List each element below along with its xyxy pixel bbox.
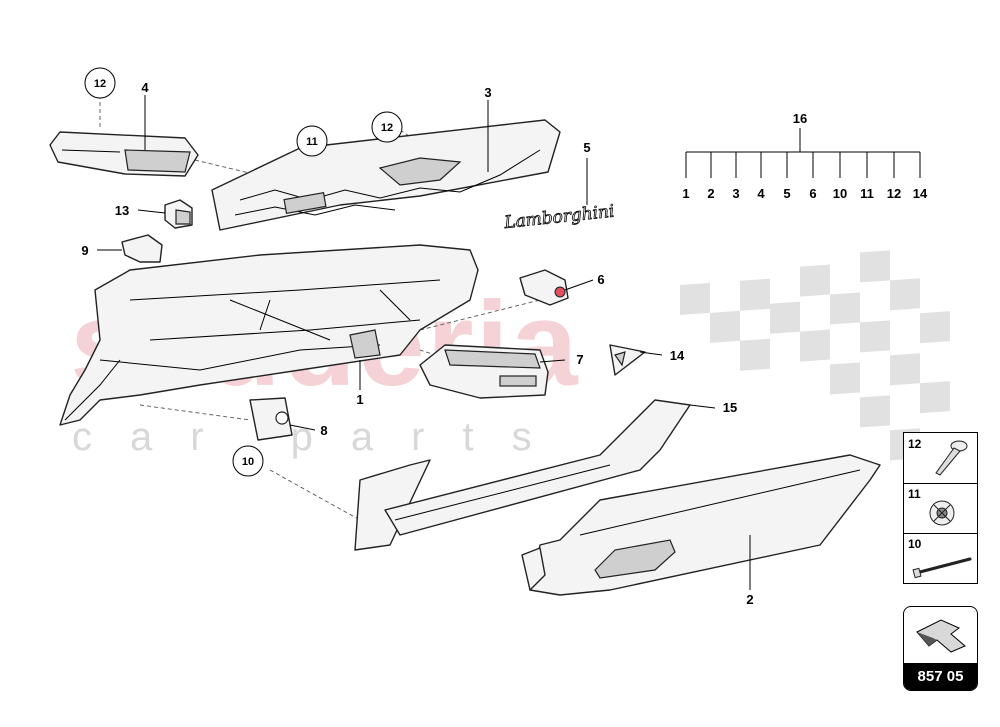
svg-text:11: 11 — [306, 136, 318, 148]
watermark-sub: car parts — [72, 415, 570, 459]
fastener-label: 10 — [908, 537, 922, 551]
clip-nut-icon — [929, 500, 955, 526]
group-16-bracket: 16 1 2 3 4 5 6 10 11 12 14 — [682, 111, 928, 201]
part-2-glovebox-lid — [521, 454, 881, 596]
part-5-emblem: Lamborghini — [502, 201, 616, 234]
group-child-1: 1 — [682, 186, 689, 201]
group-child-2: 2 — [707, 186, 714, 201]
svg-text:12: 12 — [381, 122, 393, 134]
callout-12-center: 12 — [371, 111, 403, 143]
group-child-11: 11 — [860, 186, 874, 201]
part-3-honeycomb-trim — [211, 119, 561, 231]
fastener-row-12: 12 — [904, 433, 977, 484]
part-8-switch — [249, 397, 293, 441]
part-1-carrier — [59, 244, 479, 426]
callout-11: 11 — [296, 125, 328, 157]
callout-10: 10 — [232, 445, 264, 477]
label-1: 1 — [356, 392, 363, 407]
part-7-tray — [419, 344, 549, 399]
fastener-row-10: 10 — [904, 533, 977, 583]
label-6: 6 — [597, 272, 604, 287]
group-parent-label: 16 — [793, 111, 807, 126]
label-13: 13 — [115, 203, 129, 218]
fastener-row-11: 11 — [904, 483, 977, 534]
fastener-label: 11 — [908, 487, 921, 501]
group-child-10: 10 — [833, 186, 847, 201]
part-4-trim — [49, 131, 199, 177]
rivet-pin-icon — [912, 557, 972, 579]
leader-lines — [97, 95, 751, 590]
part-14-cover — [609, 344, 646, 376]
part-6-sensor — [519, 269, 569, 306]
part-15-side-trim — [354, 399, 691, 551]
emblem-text: Lamborghini — [502, 202, 615, 234]
group-child-12: 12 — [887, 186, 901, 201]
group-child-4: 4 — [757, 186, 765, 201]
label-15: 15 — [723, 400, 737, 415]
label-5: 5 — [583, 140, 590, 155]
part-9-bracket — [121, 234, 163, 263]
fastener-legend: 12 11 10 — [903, 432, 978, 584]
label-14: 14 — [670, 348, 685, 363]
svg-text:12: 12 — [94, 78, 106, 90]
fastener-label: 12 — [908, 437, 922, 451]
part-13-clip — [164, 199, 193, 229]
label-2: 2 — [746, 592, 753, 607]
reference-code: 857 05 — [904, 663, 977, 690]
label-7: 7 — [576, 352, 583, 367]
label-8: 8 — [320, 423, 327, 438]
svg-text:10: 10 — [242, 456, 254, 468]
group-child-14: 14 — [913, 186, 928, 201]
callout-12-top-left: 12 — [84, 67, 116, 99]
label-4: 4 — [141, 80, 149, 95]
navigation-arrow-icon[interactable] — [904, 607, 977, 663]
label-3: 3 — [484, 85, 491, 100]
screw-icon — [935, 440, 968, 476]
checker-watermark — [680, 250, 950, 461]
group-child-3: 3 — [732, 186, 739, 201]
reference-badge: 857 05 — [903, 606, 978, 691]
label-9: 9 — [81, 243, 88, 258]
group-child-6: 6 — [809, 186, 816, 201]
group-child-5: 5 — [783, 186, 790, 201]
